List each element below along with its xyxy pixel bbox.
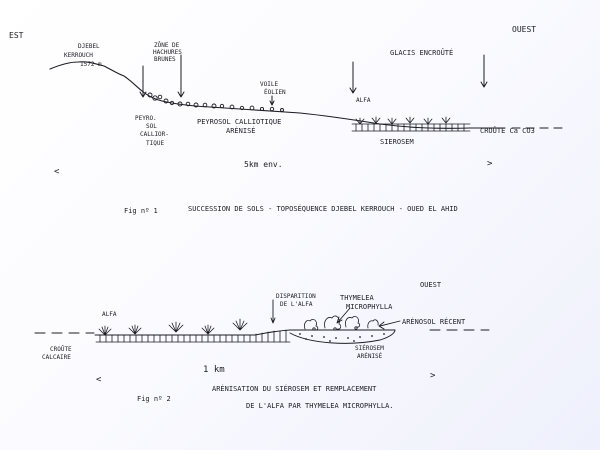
fig2-sierosem-line1: SIÉROSEM <box>355 344 384 352</box>
fig2-croute-line2: CALCAIRE <box>42 354 71 361</box>
fig2-west-label: OUEST <box>420 281 442 289</box>
fig2-disparition-line2: DE L'ALFA <box>280 301 313 308</box>
fig1-voile-line1: VOILE <box>260 81 278 88</box>
figure-2: OUEST ALFA DISPARITION DE L'ALFA THYMELE… <box>34 281 490 410</box>
fig1-djebel-label: DJEBEL <box>78 43 100 50</box>
fig1-east-label: EST <box>9 31 24 40</box>
fig2-thymelea-line2: MICROPHYLLA <box>346 303 393 311</box>
fig1-alfa-label: ALFA <box>356 97 371 104</box>
fig1-sol-line2: SOL <box>146 123 157 130</box>
fig1-west-label: OUEST <box>512 25 536 34</box>
fig2-disparition-line1: DISPARITION <box>276 293 316 300</box>
fig2-thymelea-line1: THYMELEA <box>340 294 375 302</box>
fig1-left-arrow: < <box>54 167 60 177</box>
fig1-hachures-line1: ZÔNE DE <box>154 42 180 49</box>
fig1-alfa-tufts <box>355 116 451 125</box>
fig2-caption-line1: ARÉNISATION DU SIÉROSEM ET REMPLACEMENT <box>212 384 377 393</box>
fig1-peyrosol-line2: ARÉNISÉ <box>226 126 256 135</box>
figure-1: EST OUEST DJEBEL KERROUCH 1572 m ZÔNE DE… <box>9 25 563 215</box>
fig1-djebel-name: KERROUCH <box>64 52 93 59</box>
fig2-caption-line2: DE L'ALFA PAR THYMELEA MICROPHYLLA. <box>246 402 394 410</box>
fig2-sierosem-line2: ARÉNISÉ <box>357 352 383 360</box>
fig2-crust-band <box>95 329 291 343</box>
fig2-right-arrow: > <box>430 371 436 381</box>
fig1-djebel-altitude: 1572 m <box>80 61 102 68</box>
fig1-scale-label: 5km env. <box>244 160 283 169</box>
fig1-croute-label: CROÛTE Ca CO3 <box>480 126 535 135</box>
fig1-sol-line3: CALLIOR- <box>140 131 169 138</box>
fig1-hachures-line3: BRUNES <box>154 56 176 63</box>
fig2-thymelea-shrubs <box>304 315 379 331</box>
fig2-left-arrow: < <box>96 375 102 385</box>
fig1-terrain-profile <box>49 61 506 129</box>
fig2-alfa-tufts <box>98 318 248 336</box>
fig2-arenosol-label: ARÉNOSOL RÉCENT <box>402 317 466 326</box>
fig2-scale-label: 1 km <box>203 365 225 375</box>
fig2-ground-line <box>94 329 396 336</box>
fig1-soil-clods <box>147 92 284 112</box>
fig1-right-arrow: > <box>487 159 493 169</box>
fig2-croute-line1: CROÛTE <box>50 346 72 353</box>
fig1-sol-line1: PEYRO. <box>135 115 157 122</box>
fig1-caption-text: SUCCESSION DE SOLS - TOPOSÉQUENCE DJEBEL… <box>188 204 458 213</box>
fig1-sierosem-hatching <box>351 123 471 132</box>
fig1-sol-line4: TIQUE <box>146 140 164 147</box>
fig2-sierosem-lens <box>289 329 396 344</box>
fig1-hachures-line2: HACHURES <box>153 49 182 56</box>
fig2-caption-number: Fig nº 2 <box>137 395 171 403</box>
fig1-glacis-label: GLACIS ENCROÛTÉ <box>390 48 453 57</box>
fig2-sierosem-dots <box>299 333 385 342</box>
fig1-caption-number: Fig nº 1 <box>124 207 158 215</box>
fig1-sierosem-label: SIEROSEM <box>380 138 414 146</box>
fig1-arrows <box>139 54 488 106</box>
fig2-arrows <box>270 299 401 330</box>
fig1-voile-line2: ÉOLIEN <box>264 88 286 96</box>
fig1-peyrosol-line1: PEYROSOL CALLIOTIQUE <box>197 118 281 126</box>
fig2-alfa-label: ALFA <box>102 311 117 318</box>
